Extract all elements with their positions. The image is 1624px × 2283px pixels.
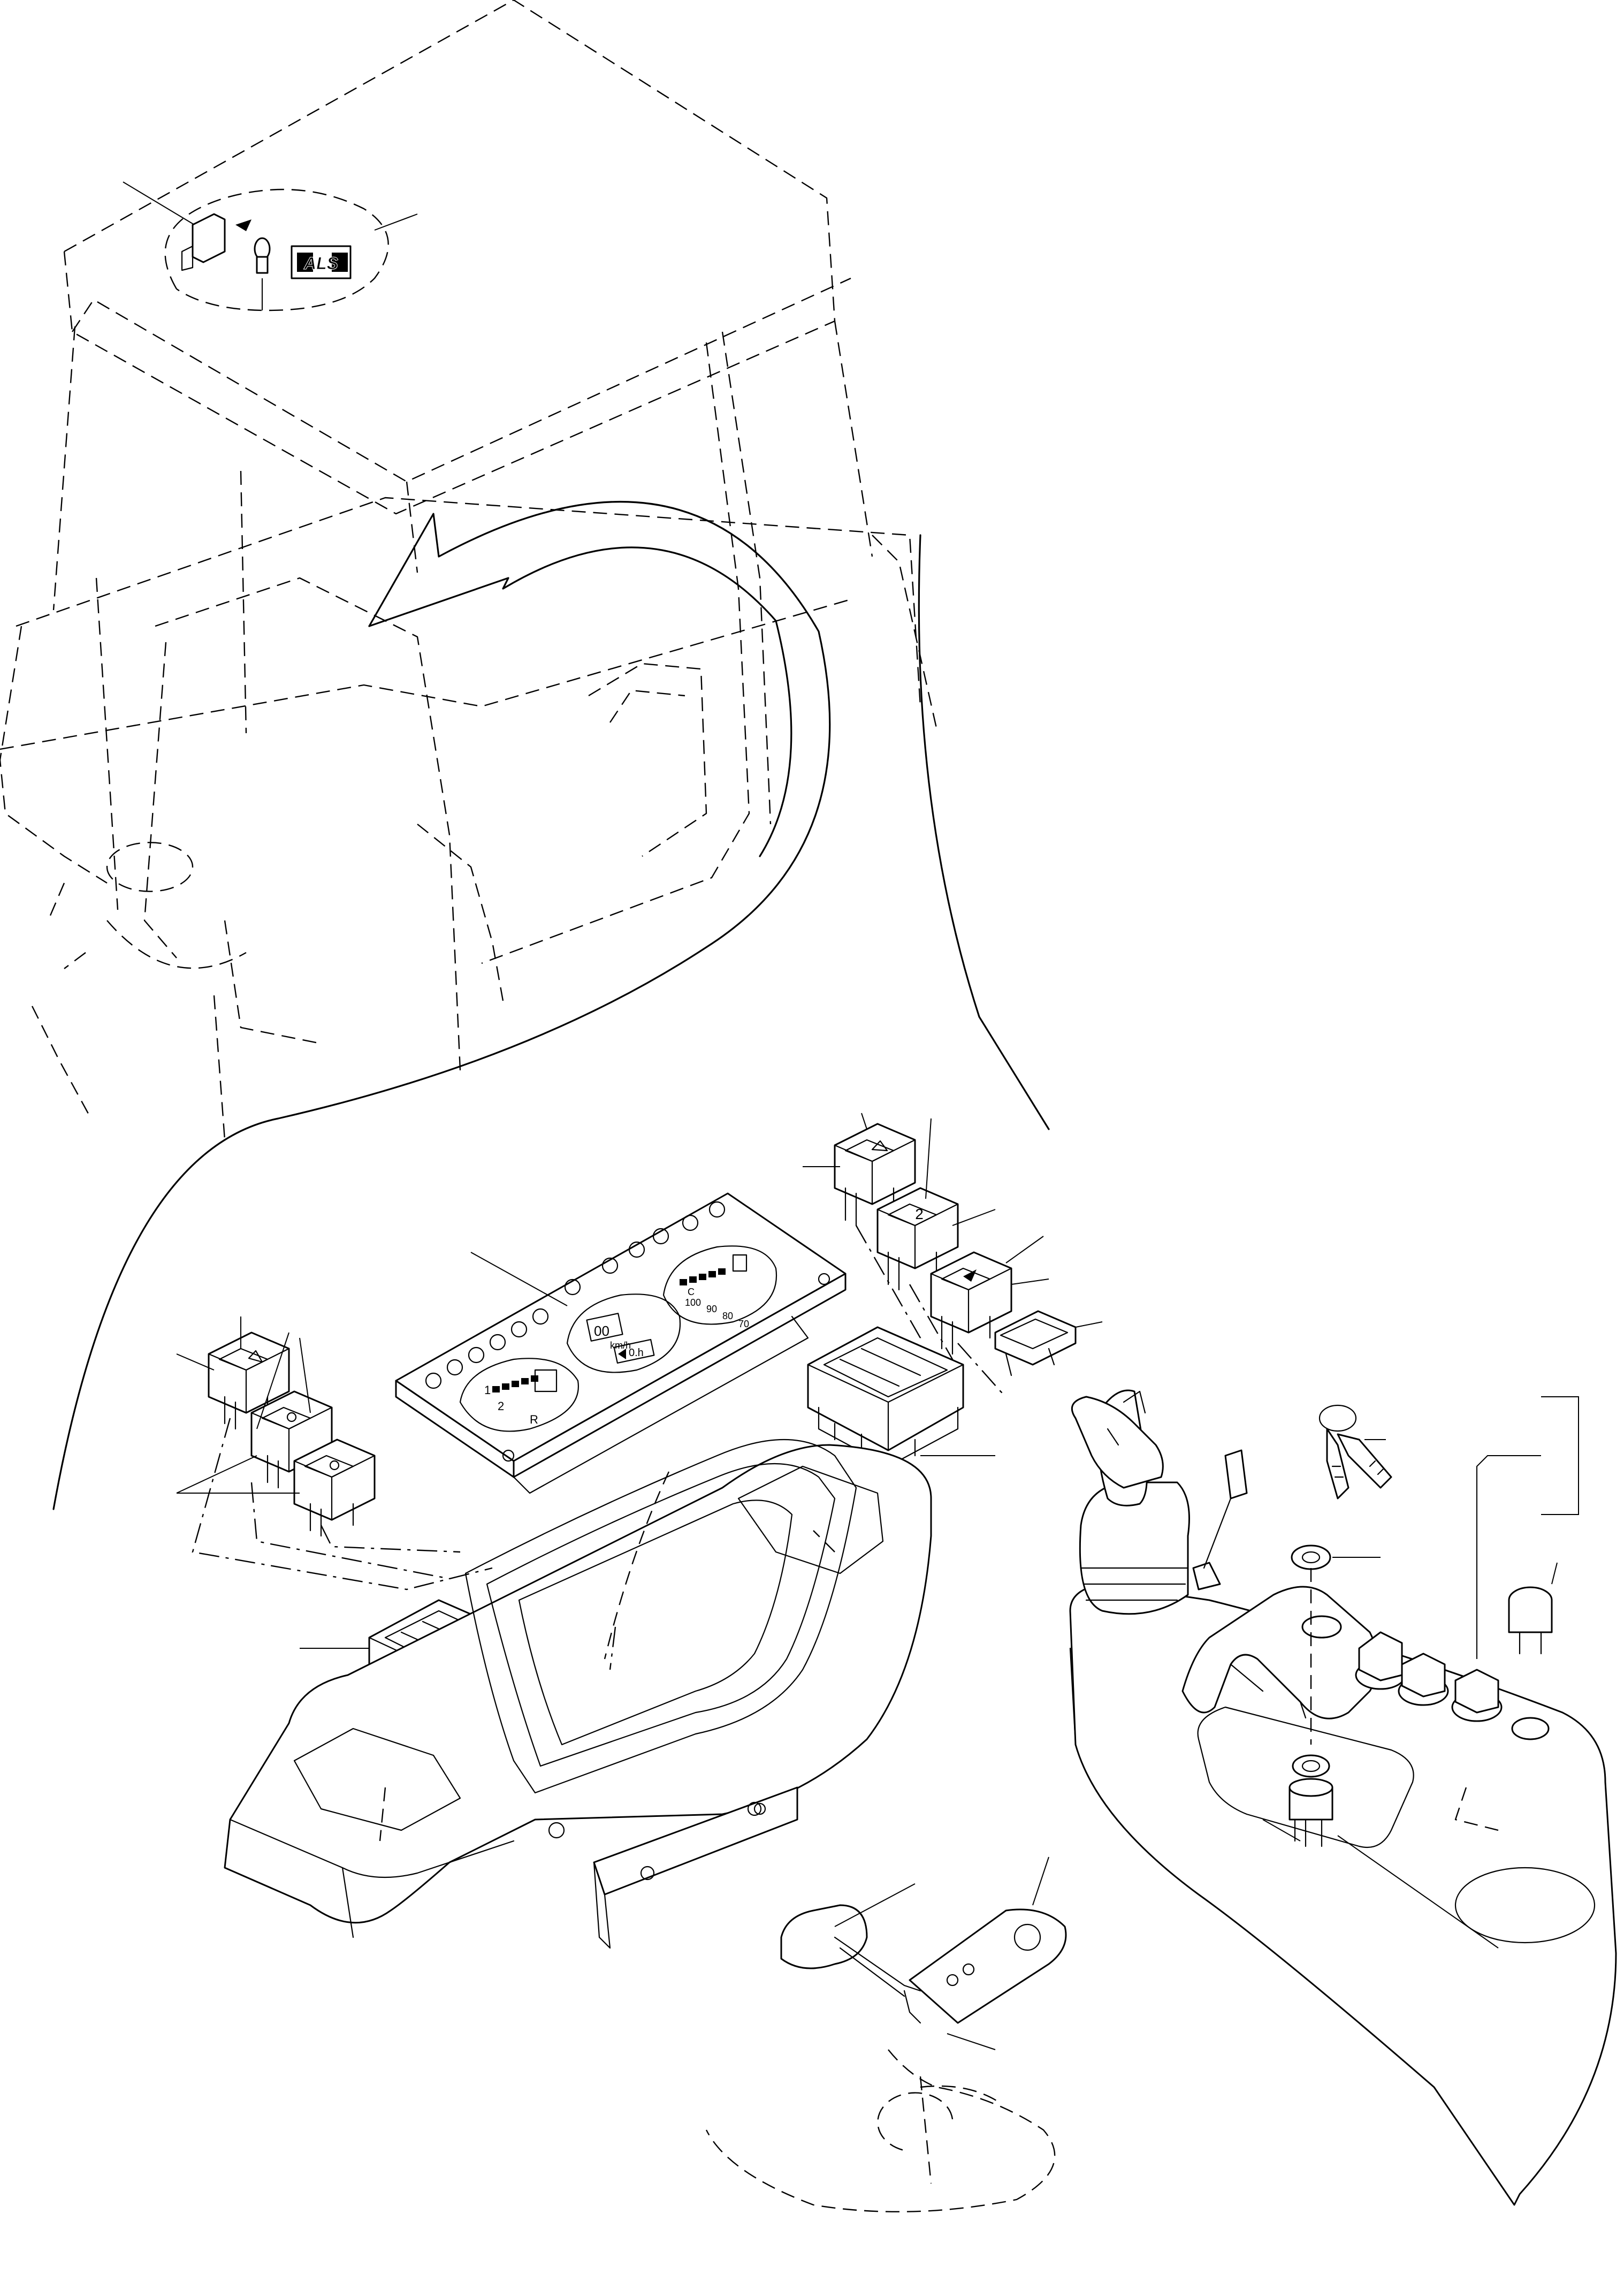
hour-value: 0.h — [629, 1347, 644, 1359]
bolt-hole — [747, 1801, 762, 1816]
scale-label-100: 100 — [685, 1297, 701, 1308]
dashboard-console — [224, 1439, 932, 1949]
seat-icon — [963, 1269, 977, 1282]
key-switch-opening — [1301, 1615, 1342, 1639]
lamp-icon — [818, 1273, 830, 1285]
lamp-icon — [489, 1334, 506, 1351]
lamp-icon — [502, 1449, 515, 1462]
insert-arrow-icon — [235, 219, 251, 231]
indicator-lamps — [425, 1201, 830, 1462]
gear-label-r: R — [530, 1413, 538, 1426]
bolt-hole — [548, 1822, 565, 1839]
switch-dash-connections-left — [192, 1418, 493, 1591]
lamp-icon — [628, 1241, 645, 1258]
thermometer-icon — [732, 1254, 748, 1272]
hazard-icon — [871, 1140, 888, 1152]
cab-outline — [0, 0, 937, 1140]
rocker-switch-left-3 — [293, 1439, 376, 1537]
cup-holder — [1454, 1867, 1596, 1944]
bulb-icon — [254, 237, 271, 274]
fuel-gauge: 1 2 R — [459, 1358, 579, 1432]
gear-label-1: 1 — [484, 1383, 491, 1397]
bolt-hole — [753, 1802, 766, 1815]
lamp-icon — [601, 1257, 619, 1274]
stalk-button-icon — [962, 1963, 975, 1976]
lamp-icon — [564, 1279, 581, 1296]
steering-column-stalk — [780, 1856, 1067, 2050]
stalk-button-icon — [946, 1974, 959, 1987]
rotary-knobs — [1301, 1615, 1550, 1740]
tray-recess — [1197, 1706, 1414, 1848]
fuel-pump-icon — [534, 1369, 558, 1392]
light-icon — [329, 1460, 340, 1471]
hourglass-icon — [618, 1349, 626, 1359]
speed-value: 00 — [594, 1323, 609, 1339]
als-detail-bubble: ALS — [123, 181, 418, 311]
callout-bracket-right — [1476, 1396, 1579, 1659]
lamp-icon — [446, 1359, 463, 1376]
rocker-2-label: 2 — [915, 1206, 924, 1222]
keys-icon — [1318, 1404, 1392, 1500]
relay-connector — [181, 213, 226, 271]
scale-label-70: 70 — [738, 1319, 749, 1329]
instrument-panel: 1 2 R 00 km/h 0.h C 100 90 80 70 — [395, 1192, 847, 1494]
socket-opening — [1511, 1717, 1550, 1740]
scale-label-c: C — [688, 1287, 695, 1297]
lamp-icon — [682, 1214, 699, 1231]
speed-hour-display: 00 km/h 0.h — [566, 1293, 681, 1373]
lamp-icon — [532, 1308, 549, 1325]
als-badge-text: ALS — [303, 254, 339, 273]
location-arrow — [52, 501, 1050, 1510]
warning-triangle-icon — [248, 1350, 263, 1363]
lamp-icon — [510, 1321, 528, 1338]
lamp-icon — [468, 1346, 485, 1364]
lamp-icon — [425, 1372, 442, 1389]
lamp-icon — [652, 1228, 669, 1245]
als-badge: ALS — [291, 245, 352, 279]
key-switch-exploded — [1262, 1544, 1499, 1949]
rocker-switch-right-2: 2 — [876, 1187, 959, 1291]
gear-label-2: 2 — [498, 1399, 504, 1413]
temperature-gauge: C 100 90 80 70 — [662, 1245, 777, 1329]
blank-switch-cover — [994, 1310, 1077, 1376]
switch-leaders-right — [803, 1113, 1103, 1456]
bolt-hole — [640, 1866, 655, 1881]
rocker-switch-right-1 — [834, 1123, 916, 1227]
wiper-icon — [286, 1412, 297, 1422]
switch-housing-right — [807, 1326, 964, 1467]
stalk-mount-hole — [1013, 1923, 1041, 1951]
switch-opening-left — [293, 1728, 461, 1831]
rocker-switch-right-3 — [930, 1251, 1012, 1355]
scale-label-90: 90 — [706, 1304, 717, 1314]
lamp-icon — [708, 1201, 726, 1218]
switch-leaders-left — [176, 1316, 375, 1649]
joystick — [1071, 1389, 1248, 1615]
scale-label-80: 80 — [722, 1311, 733, 1321]
switch-opening-right — [737, 1465, 884, 1574]
column-cutout-dashed — [705, 2049, 1056, 2213]
power-socket — [1508, 1562, 1558, 1655]
